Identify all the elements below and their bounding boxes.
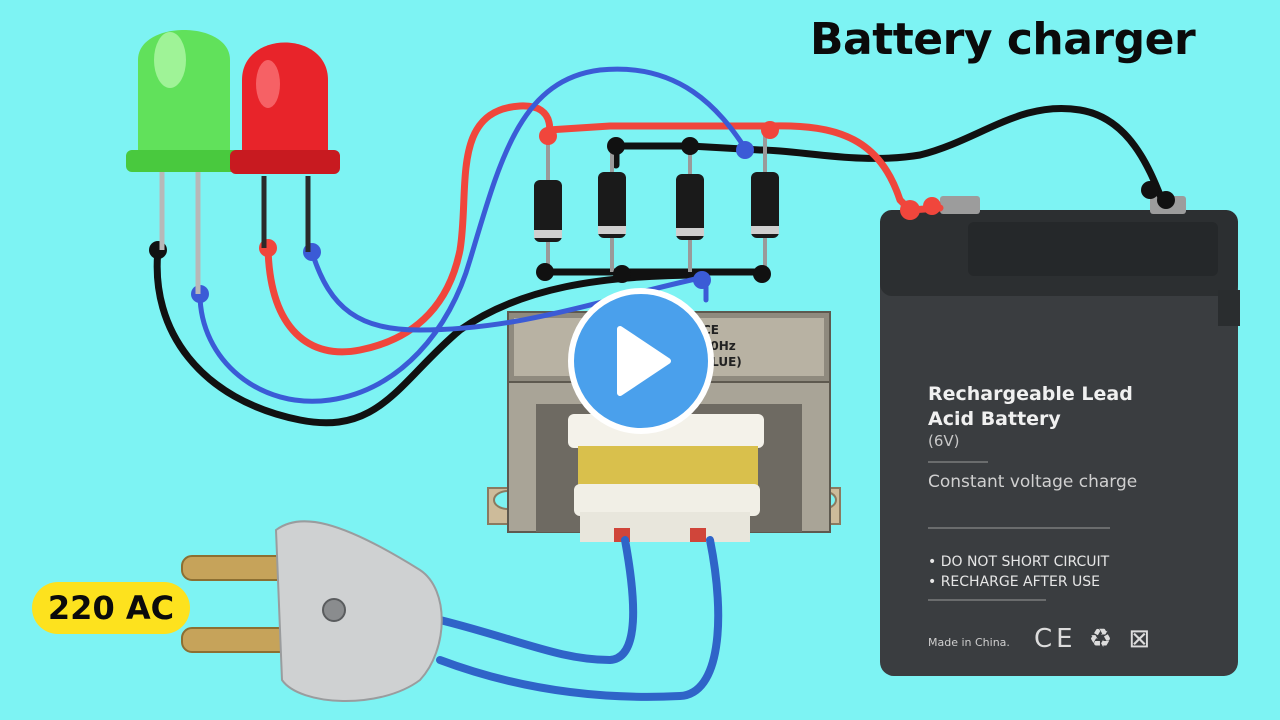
- play-button[interactable]: [568, 288, 714, 434]
- junctions: [149, 121, 1175, 303]
- certification-marks: CE ♻ ⊠: [1034, 624, 1155, 654]
- mains-voltage-badge: 220 AC: [32, 582, 190, 634]
- diodes: [534, 130, 779, 272]
- battery-warning: • DO NOT SHORT CIRCUIT: [928, 554, 1110, 570]
- red-led: [230, 42, 340, 252]
- battery-title-line: Acid Battery: [928, 408, 1061, 430]
- battery-warnings: • DO NOT SHORT CIRCUIT • RECHARGE AFTER …: [928, 552, 1109, 592]
- diagram-title: Battery charger: [810, 14, 1196, 65]
- play-icon: [617, 326, 671, 396]
- battery-origin: Made in China.: [928, 636, 1010, 649]
- diode-3: [676, 146, 704, 272]
- battery-title-line: Rechargeable Lead: [928, 383, 1133, 405]
- battery-charge-type: Constant voltage charge: [928, 472, 1138, 492]
- mains-voltage-label: 220 AC: [47, 589, 175, 627]
- battery-title: Rechargeable Lead Acid Battery: [928, 382, 1133, 432]
- battery-warning: • RECHARGE AFTER USE: [928, 574, 1100, 590]
- diode-2: [598, 146, 626, 272]
- diode-1: [534, 140, 562, 272]
- battery: [880, 196, 1240, 676]
- green-led: [126, 30, 242, 294]
- wires: [153, 66, 1166, 701]
- battery-voltage: (6V): [928, 432, 960, 450]
- power-plug: [181, 520, 443, 702]
- diode-4: [751, 130, 779, 272]
